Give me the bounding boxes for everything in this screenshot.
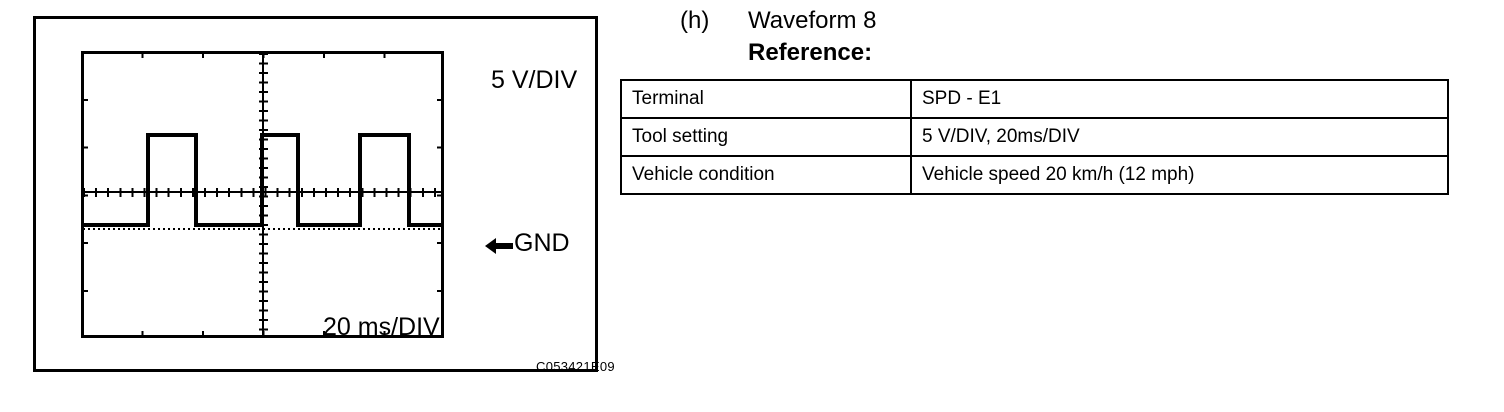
table-row: Tool setting 5 V/DIV, 20ms/DIV [620, 117, 1449, 157]
reference-table: Terminal SPD - E1 Tool setting 5 V/DIV, … [620, 79, 1449, 195]
row-value: SPD - E1 [910, 79, 1449, 119]
row-label: Terminal [620, 79, 912, 119]
arrow-left-icon [485, 238, 513, 254]
row-value: 5 V/DIV, 20ms/DIV [910, 117, 1449, 157]
page-title: Waveform 8 [748, 7, 877, 34]
row-value: Vehicle speed 20 km/h (12 mph) [910, 155, 1449, 195]
time-per-div-label: 20 ms/DIV [323, 313, 440, 341]
row-label: Vehicle condition [620, 155, 912, 195]
waveform-trace [84, 133, 441, 227]
oscilloscope-graticule [81, 51, 444, 338]
heading-letter: (h) [680, 7, 710, 34]
table-row: Terminal SPD - E1 [620, 79, 1449, 119]
section-heading: (h) Waveform 8 Reference: [620, 6, 1450, 74]
volts-per-div-label: 5 V/DIV [491, 66, 578, 94]
reference-label: Reference: [748, 39, 873, 66]
waveform-figure-panel: 5 V/DIV 20 ms/DIV GND C053421E09 [33, 16, 615, 374]
gnd-reference-line [83, 228, 441, 230]
row-label: Tool setting [620, 117, 912, 157]
figure-code: C053421E09 [536, 359, 615, 374]
gnd-label: GND [514, 229, 570, 257]
reference-section: (h) Waveform 8 Reference: Terminal SPD -… [620, 0, 1460, 412]
table-row: Vehicle condition Vehicle speed 20 km/h … [620, 155, 1449, 195]
